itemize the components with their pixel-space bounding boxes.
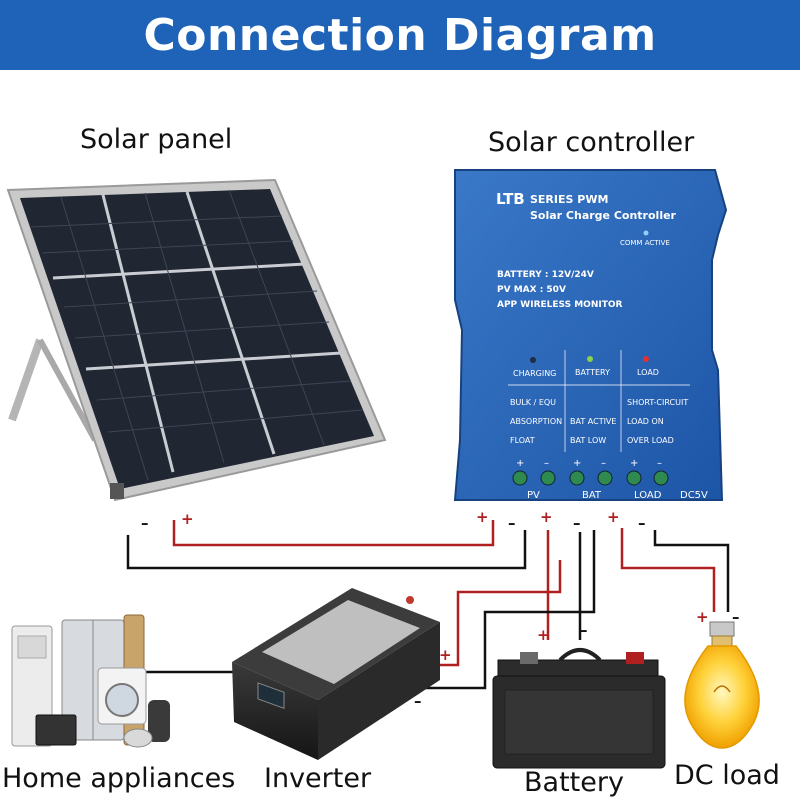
spec-battery: BATTERY : 12V/24V	[497, 270, 594, 280]
battery-device	[492, 648, 666, 769]
terminal-bat: BAT	[582, 490, 602, 501]
status-short-circuit: SHORT-CIRCUIT	[627, 398, 688, 407]
terminal-strip	[512, 470, 669, 486]
status-load-on: LOAD ON	[627, 417, 664, 426]
solar-controller-label: Solar controller	[488, 127, 695, 158]
page-title: Connection Diagram	[143, 9, 657, 61]
spec-pv-max: PV MAX : 50V	[497, 285, 566, 295]
status-absorption: ABSORPTION	[510, 417, 562, 426]
term-load-plus: +	[630, 458, 638, 469]
dc-load-plus-mark: +	[696, 608, 709, 626]
status-bat-low: BAT LOW	[570, 436, 606, 445]
indicator-load: LOAD	[637, 368, 659, 377]
status-bat-active: BAT ACTIVE	[570, 417, 616, 426]
solar-panel-label: Solar panel	[80, 124, 233, 155]
controller-brand: LTB	[496, 190, 525, 208]
status-float: FLOAT	[510, 436, 535, 445]
bat-minus-mark: –	[573, 514, 581, 532]
dc-load-minus-mark: –	[732, 608, 740, 626]
home-appliances-label: Home appliances	[2, 763, 236, 794]
solar-controller: LTB SERIES PWM Solar Charge Controller C…	[453, 169, 728, 501]
term-load-minus: –	[657, 458, 662, 469]
load-plus-mark: +	[607, 508, 620, 526]
load-minus-mark: –	[638, 514, 646, 532]
panel-plus-mark: +	[181, 510, 194, 528]
term-bat-minus: –	[601, 458, 606, 469]
indicator-charging: CHARGING	[513, 369, 556, 378]
battery-label: Battery	[524, 767, 624, 798]
polarity-marks: – + + – + – + – + – + – + –	[141, 508, 740, 710]
inverter-device	[232, 588, 440, 760]
battery-plus-mark: +	[537, 626, 550, 644]
comm-active-label: COMM ACTIVE	[620, 239, 670, 247]
inverter-label: Inverter	[264, 763, 372, 794]
terminal-dc5v: DC5V	[680, 490, 708, 501]
term-bat-plus: +	[573, 458, 581, 469]
status-bulk: BULK / EQU	[510, 398, 556, 407]
dc-load-label: DC load	[674, 760, 780, 791]
indicator-battery: BATTERY	[575, 368, 610, 377]
inverter-minus-mark: –	[414, 692, 422, 710]
terminal-pv: PV	[527, 490, 540, 501]
wiring	[126, 520, 730, 690]
pv-minus-mark: –	[508, 514, 516, 532]
term-pv-minus: –	[544, 458, 549, 469]
terminal-load: LOAD	[634, 490, 662, 501]
status-over-load: OVER LOAD	[627, 436, 674, 445]
term-pv-plus: +	[516, 458, 524, 469]
bat-plus-mark: +	[540, 508, 553, 526]
inverter-plus-mark: +	[439, 646, 452, 664]
controller-subtitle: Solar Charge Controller	[530, 209, 677, 222]
solar-panel	[6, 178, 387, 502]
light-bulb	[684, 621, 760, 749]
pv-plus-mark: +	[476, 508, 489, 526]
panel-minus-mark: –	[141, 514, 149, 532]
battery-minus-mark: –	[580, 621, 588, 639]
title-banner: Connection Diagram	[0, 0, 800, 70]
controller-series: SERIES PWM	[530, 193, 608, 206]
home-appliances-group	[11, 614, 170, 748]
spec-app: APP WIRELESS MONITOR	[497, 300, 622, 310]
